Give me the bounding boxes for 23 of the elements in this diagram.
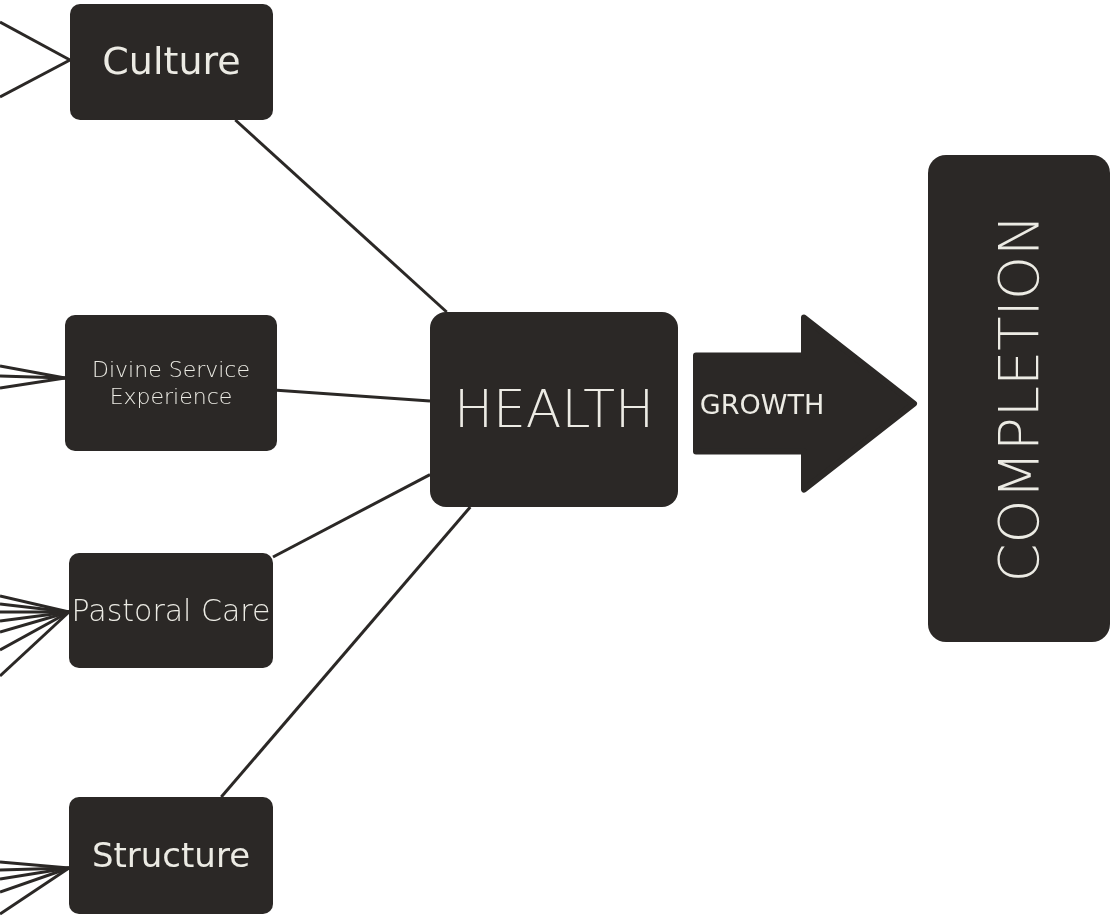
connector-line [0, 376, 66, 390]
edge-label: GROWTH [699, 388, 825, 420]
connector-line [272, 473, 431, 559]
process-box [65, 315, 277, 451]
connector-line [220, 506, 472, 798]
box-label: HEALTH [453, 378, 655, 441]
box-label: Culture [102, 38, 241, 86]
connector-line [0, 374, 66, 380]
connector-line [0, 20, 71, 62]
connector-line [0, 58, 71, 99]
box-label: Pastoral Care [71, 591, 271, 630]
block-arrow [693, 314, 917, 493]
process-box [430, 312, 678, 507]
box-label: Structure [91, 834, 251, 877]
process-box [70, 4, 273, 120]
process-box [69, 797, 273, 914]
process-box [928, 155, 1110, 642]
connector-line [276, 388, 431, 403]
box-label: COMPLETION [985, 214, 1052, 583]
process-box [69, 553, 273, 668]
box-label: Divine Service Experience [91, 355, 251, 411]
connector-line [0, 860, 70, 870]
connector-line [234, 118, 448, 314]
